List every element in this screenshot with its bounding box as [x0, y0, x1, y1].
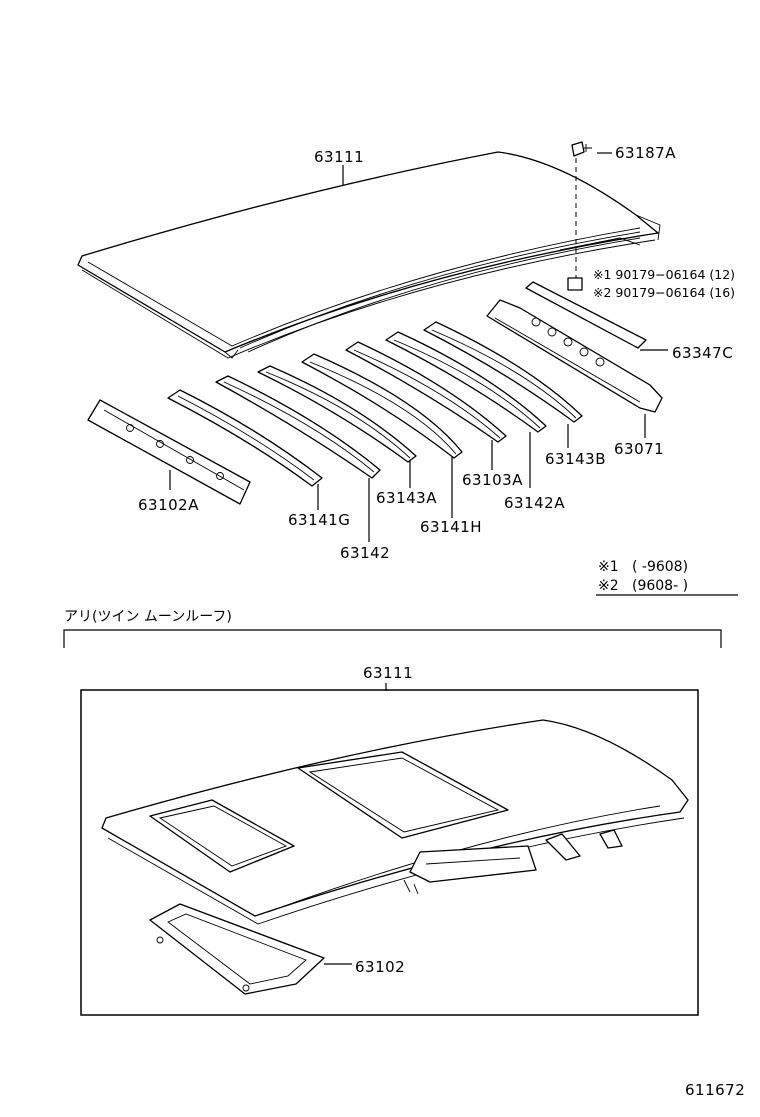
roof-panel-illustration — [77, 151, 661, 359]
label-fastener-1: ※1 90179−06164 (12) — [593, 267, 735, 282]
label-bow-63143a: 63143A — [376, 489, 437, 507]
leader-lines — [169, 152, 612, 542]
variant-frame — [80, 689, 699, 1016]
note-1-range: ( -9608) — [632, 559, 688, 575]
label-bow-63142a: 63142A — [504, 494, 565, 512]
diagram-id: 611672 — [685, 1081, 745, 1099]
label-roof-panel: 63111 — [314, 148, 364, 166]
roof-bows-illustration — [167, 321, 583, 487]
label-variant-roof-panel: 63111 — [363, 664, 413, 682]
notes-block: ※1 ( -9608) ※2 (9608- ) — [596, 559, 738, 596]
label-bow-63141g: 63141G — [288, 511, 350, 529]
bolt-icon — [567, 141, 592, 291]
label-bow-63143b: 63143B — [545, 450, 606, 468]
label-sunroof-frame: 63102 — [355, 958, 405, 976]
label-bow-63141h: 63141H — [420, 518, 482, 536]
label-fastener-2: ※2 90179−06164 (16) — [593, 285, 735, 300]
label-bow-63103a: 63103A — [462, 471, 523, 489]
note-2-range: (9608- ) — [632, 578, 688, 594]
rear-header-illustration — [486, 299, 663, 438]
note-2-mark: ※2 — [598, 578, 619, 594]
label-bow-63142: 63142 — [340, 544, 390, 562]
rear-trim-illustration — [525, 281, 668, 351]
label-bolt: 63187A — [615, 144, 676, 162]
variant-caption: アリ(ツイン ムーンルーフ) — [64, 609, 232, 625]
sunroof-frame-illustration — [149, 903, 352, 995]
variant-bracket — [63, 629, 722, 648]
label-rear-header: 63071 — [614, 440, 664, 458]
note-1-mark: ※1 — [598, 559, 619, 575]
sunroof-roof-illustration — [101, 719, 689, 925]
label-front-header: 63102A — [138, 496, 199, 514]
label-rear-trim: 63347C — [672, 344, 733, 362]
front-header-illustration — [87, 399, 251, 505]
